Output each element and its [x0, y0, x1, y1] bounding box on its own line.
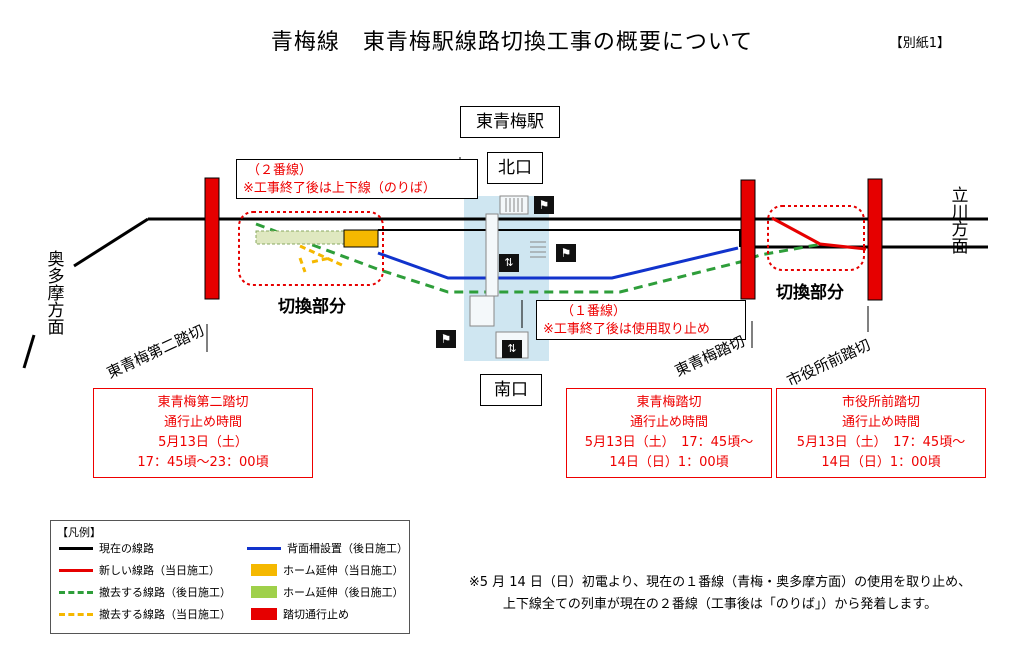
legend-title: 【凡例】: [57, 526, 101, 539]
legend-item: 踏切通行止め: [247, 605, 349, 623]
north-stair-outline: [485, 195, 529, 297]
station-name-box: 東青梅駅: [460, 106, 560, 138]
legend-item: ホーム延伸（当日施工）: [247, 561, 404, 579]
crossing-bar-second: [204, 177, 220, 300]
stair-hatch-north: [505, 198, 523, 212]
direction-left: 奥多摩方面: [42, 250, 64, 341]
direction-right: 立川方面: [946, 186, 968, 260]
legend-swatch: [59, 546, 93, 550]
current-track-left-branch: [73, 217, 149, 268]
rear-fence-line: [377, 246, 739, 280]
crossing-bar-city-hall: [867, 178, 883, 301]
north-exit-label: 北口: [487, 152, 543, 184]
legend: 【凡例】 現在の線路 新しい線路（当日施工） 撤去する線路（後日施工） 撤去する…: [50, 520, 410, 634]
legend-item: 現在の線路: [59, 539, 154, 557]
track2-note-line2: ※工事終了後は上下線（のりば）: [243, 181, 436, 196]
platform-2-outline: [378, 229, 741, 247]
platform-extension-same-day: [343, 229, 379, 248]
legend-swatch: [59, 568, 93, 572]
track1-note: （１番線） ※工事終了後は使用取り止め: [536, 300, 746, 340]
legend-swatch: [251, 608, 277, 620]
stairs-icon: ⚑: [534, 196, 554, 214]
direction-left-text: 奥多摩方面: [43, 250, 64, 335]
footnote-line2: 上下線全ての列車が現在の２番線（工事後は「のりば」）から発着します。: [502, 597, 938, 612]
closure-box-time: 14日（日）1：00頃: [609, 455, 729, 470]
stairs-icon: ⚑: [436, 330, 456, 348]
elevator-icon: ⇅: [499, 254, 519, 272]
track1-note-line2: ※工事終了後は使用取り止め: [543, 322, 710, 337]
track2-note: （２番線） ※工事終了後は上下線（のりば）: [236, 159, 478, 199]
legend-label: 撤去する線路（当日施工）: [99, 608, 231, 621]
closure-box-subtitle: 通行止め時間: [841, 415, 920, 430]
closure-box-date: 5月13日（土） 17：45頃～: [796, 435, 966, 450]
closure-box-main: 東青梅踏切 通行止め時間 5月13日（土） 17：45頃～ 14日（日）1：00…: [566, 388, 772, 478]
switch-label-right: 切換部分: [776, 283, 844, 303]
legend-item: ホーム延伸（後日施工）: [247, 583, 404, 601]
stair-hatch-mid: [530, 241, 546, 258]
legend-label: ホーム延伸（当日施工）: [283, 564, 404, 577]
legend-label: 現在の線路: [99, 542, 154, 555]
track2-note-line1: （２番線）: [247, 163, 313, 178]
closure-box-date: 5月13日（土） 17：45頃～: [584, 435, 754, 450]
closure-box-title: 東青梅踏切: [636, 395, 702, 410]
leader-lines: [206, 157, 869, 352]
closure-box-title: 東青梅第二踏切: [157, 395, 249, 410]
closure-box-date: 5月13日（土）: [158, 435, 248, 450]
legend-item: 新しい線路（当日施工）: [59, 561, 220, 579]
page-title: 青梅線 東青梅駅線路切換工事の概要について: [270, 30, 754, 55]
switch-label-left: 切換部分: [278, 297, 346, 317]
track-end-marks: [970, 217, 988, 249]
closure-box-time: 17：45頃～23：00頃: [137, 455, 269, 470]
closure-box-subtitle: 通行止め時間: [629, 415, 708, 430]
legend-label: 踏切通行止め: [283, 608, 349, 621]
legend-label: 背面柵設置（後日施工）: [287, 542, 408, 555]
removal-track-same-day: [298, 244, 345, 273]
direction-right-text: 立川方面: [947, 186, 968, 254]
closure-box-second: 東青梅第二踏切 通行止め時間 5月13日（土） 17：45頃～23：00頃: [93, 388, 313, 478]
switch-area-right: [767, 205, 865, 271]
legend-swatch: [59, 590, 93, 594]
legend-item: 撤去する線路（後日施工）: [59, 583, 231, 601]
legend-label: ホーム延伸（後日施工）: [283, 586, 404, 599]
closure-box-city-hall: 市役所前踏切 通行止め時間 5月13日（土） 17：45頃～ 14日（日）1：0…: [776, 388, 986, 478]
new-track-right: [771, 216, 867, 251]
legend-item: 背面柵設置（後日施工）: [247, 539, 408, 557]
legend-label: 新しい線路（当日施工）: [99, 564, 220, 577]
platform-extension-later: [255, 230, 345, 245]
switch-area-left: [238, 211, 384, 286]
elevator-icon: ⇅: [502, 340, 522, 358]
legend-swatch: [247, 546, 281, 550]
legend-item: 撤去する線路（当日施工）: [59, 605, 231, 623]
closure-box-title: 市役所前踏切: [841, 395, 920, 410]
legend-label: 撤去する線路（後日施工）: [99, 586, 231, 599]
legend-swatch: [251, 586, 277, 598]
south-exit-label: 南口: [480, 374, 542, 406]
footnote-line1: ※5 月 14 日（日）初電より、現在の１番線（青梅・奥多摩方面）の使用を取り止…: [468, 575, 972, 590]
footnote: ※5 月 14 日（日）初電より、現在の１番線（青梅・奥多摩方面）の使用を取り止…: [420, 572, 1020, 616]
stairs-icon: ⚑: [556, 244, 576, 262]
removal-track-later: [255, 222, 823, 294]
track1-note-line1: （１番線）: [561, 304, 627, 319]
closure-box-subtitle: 通行止め時間: [163, 415, 242, 430]
legend-swatch: [251, 564, 277, 576]
current-track-left-lower: [22, 334, 36, 369]
closure-box-time: 14日（日）1：00頃: [821, 455, 941, 470]
legend-swatch: [59, 612, 93, 616]
crossing-bar-main: [740, 179, 756, 300]
attachment-label: 【別紙1】: [889, 36, 950, 51]
